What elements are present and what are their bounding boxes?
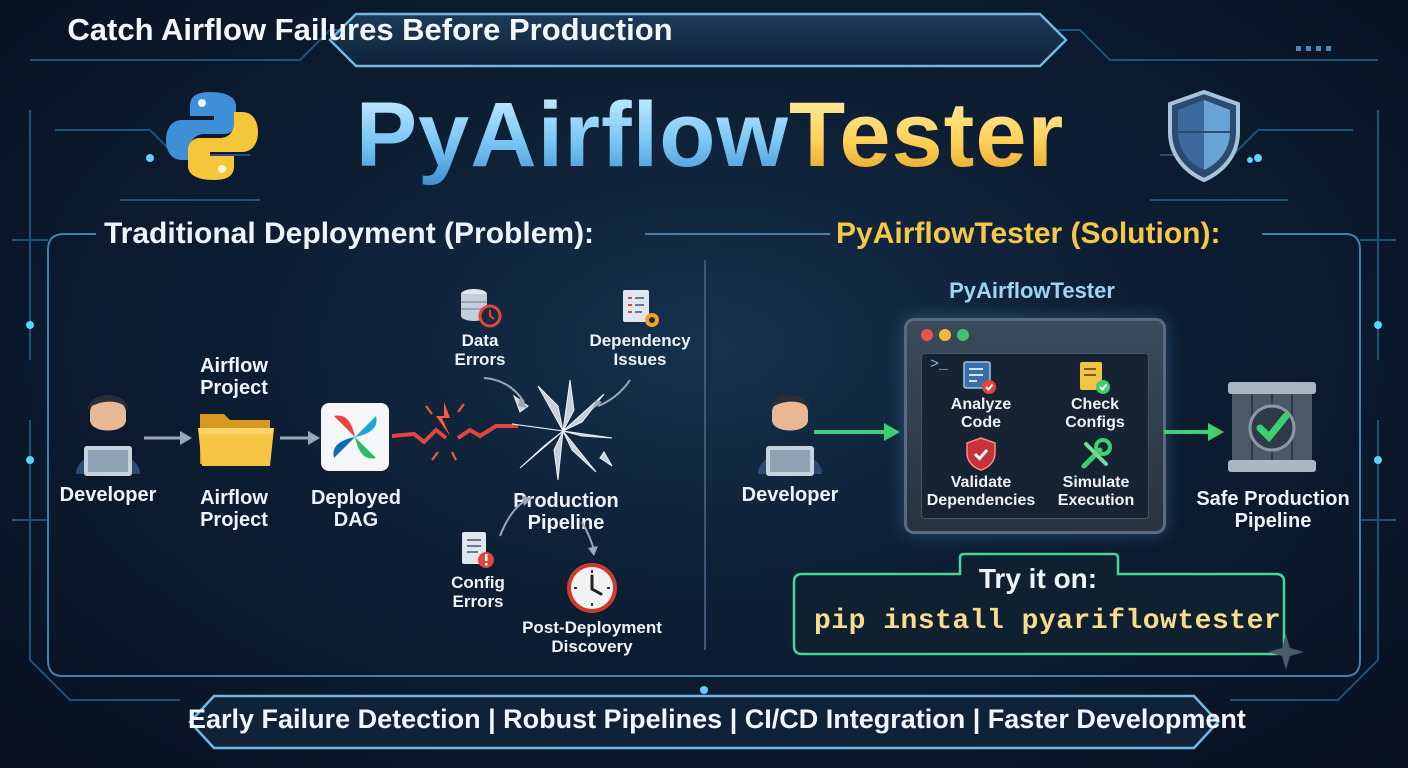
developer-label-left: Developer bbox=[59, 484, 157, 506]
broken-connection-icon bbox=[392, 402, 518, 461]
header-banner-text: Catch Airflow Failures Before Production bbox=[67, 12, 673, 47]
project-label-top: Airflow Project bbox=[200, 355, 268, 400]
header-banner-frame bbox=[328, 12, 1068, 68]
data-errors-label: Data Errors bbox=[454, 331, 506, 370]
window-controls bbox=[921, 329, 969, 341]
simulate-tools-icon bbox=[1081, 438, 1112, 469]
project-label-bottom: Airflow Project bbox=[200, 487, 268, 532]
title-part-blue: PyAirflow bbox=[355, 84, 789, 186]
folder-icon bbox=[198, 414, 274, 466]
database-error-icon bbox=[461, 289, 502, 328]
simulate-execution-label: Simulate Execution bbox=[1057, 474, 1135, 509]
config-errors-label: Config Errors bbox=[451, 573, 505, 612]
developer-label-right: Developer bbox=[741, 484, 839, 506]
arrow-project-to-dag bbox=[280, 431, 320, 445]
error-arrows bbox=[483, 377, 631, 556]
arrow-dev-to-tester bbox=[814, 423, 900, 441]
arrow-dev-to-project bbox=[144, 431, 192, 445]
tester-app-title: PyAirflowTester bbox=[949, 278, 1115, 303]
validate-dependencies-label: Validate Dependencies bbox=[926, 474, 1036, 509]
check-configs-label: Check Configs bbox=[1065, 396, 1125, 431]
title-part-gold: Tester bbox=[788, 84, 1065, 186]
tester-app-window: >_ Analyze Code Check Configs bbox=[904, 318, 1166, 534]
shattered-pipeline-icon bbox=[511, 379, 613, 481]
install-box-frame bbox=[792, 552, 1286, 656]
config-error-icon bbox=[462, 532, 494, 568]
developer-icon-right bbox=[758, 395, 822, 476]
validate-shield-icon bbox=[966, 437, 996, 471]
safe-pipeline-label: Safe Production Pipeline bbox=[1196, 488, 1350, 533]
footer-features-text: Early Failure Detection | Robust Pipelin… bbox=[188, 704, 1246, 734]
airflow-logo-icon bbox=[321, 403, 389, 471]
developer-icon bbox=[76, 395, 140, 476]
deployed-dag-label: Deployed DAG bbox=[310, 487, 402, 532]
tester-app-panel: >_ Analyze Code Check Configs bbox=[921, 353, 1149, 519]
problem-section-title: Traditional Deployment (Problem): bbox=[104, 217, 595, 250]
clock-icon bbox=[567, 563, 617, 613]
shield-icon bbox=[1168, 89, 1240, 183]
post-deployment-label: Post-Deployment Discovery bbox=[522, 618, 662, 657]
try-it-label: Try it on: bbox=[978, 563, 1098, 594]
python-logo-icon bbox=[166, 92, 258, 180]
install-command-text[interactable]: pip install pyariflowtester bbox=[814, 606, 1282, 637]
terminal-prompt: >_ bbox=[930, 356, 949, 373]
analyze-code-label: Analyze Code bbox=[950, 396, 1012, 431]
product-title: PyAirflowTester bbox=[280, 80, 1140, 190]
footer-banner-frame bbox=[188, 694, 1220, 750]
sparkle-icon bbox=[1268, 634, 1304, 670]
safe-pipeline-icon bbox=[1228, 382, 1316, 472]
dependency-issues-label: Dependency Issues bbox=[589, 331, 691, 370]
arrow-tester-to-safe bbox=[1164, 423, 1224, 441]
check-configs-icon bbox=[1080, 362, 1110, 394]
dependency-issue-icon bbox=[623, 290, 659, 327]
analyze-code-icon bbox=[963, 361, 996, 394]
solution-section-title: PyAirflowTester (Solution): bbox=[836, 217, 1221, 250]
